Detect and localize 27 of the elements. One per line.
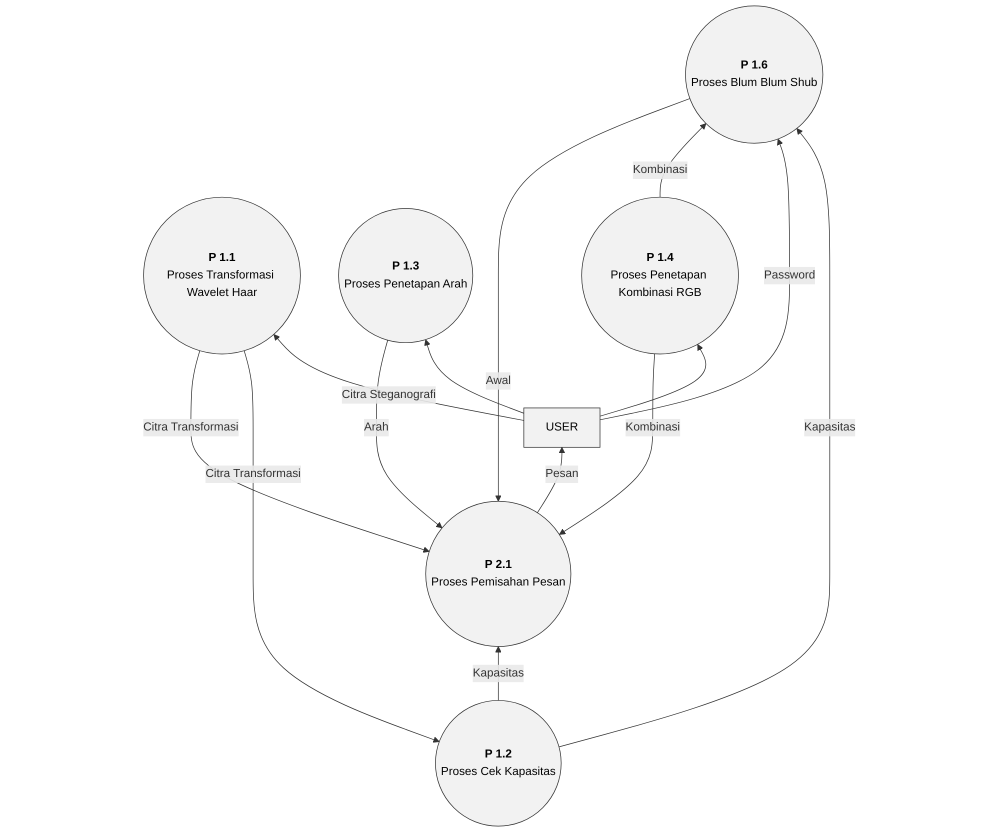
arrow bbox=[559, 353, 656, 535]
edge-label: Kombinasi bbox=[626, 421, 680, 434]
edge-label: Citra Transformasi bbox=[143, 421, 239, 434]
edge-label: Kapasitas bbox=[804, 421, 856, 434]
node-circle: P 1.3 Proses Penetapan Arah bbox=[338, 208, 474, 344]
node-circle: P 1.6 Proses Blum Blum Shub bbox=[685, 5, 824, 144]
edge-label: Citra Steganografi bbox=[342, 388, 436, 401]
edge-label: Kapasitas bbox=[472, 666, 524, 680]
edge-label: Kombinasi bbox=[633, 164, 688, 176]
arrow bbox=[190, 350, 430, 553]
arrow bbox=[495, 98, 690, 502]
node-circle: P 2.1 Proses Pemisahan Pesan bbox=[426, 500, 572, 647]
edge-label: Pesan bbox=[546, 468, 579, 480]
arrow bbox=[424, 339, 524, 414]
edge-label: Awal bbox=[486, 374, 512, 387]
arrow bbox=[274, 334, 524, 421]
node-box: USER bbox=[524, 408, 601, 448]
arrow bbox=[558, 128, 830, 748]
node-circle: P 1.2 Proses Cek Kapasitas bbox=[435, 700, 562, 827]
arrow bbox=[244, 350, 440, 743]
node-circle: P 1.4 Proses Penetapan Kombinasi RGB bbox=[582, 196, 739, 354]
edge-label: Citra Transformasi bbox=[206, 468, 301, 480]
edge-label: Arah bbox=[364, 421, 389, 434]
arrow bbox=[600, 344, 706, 417]
arrow bbox=[600, 138, 790, 420]
node-circle: P 1.1 Proses Transformasi Wavelet Haar bbox=[143, 196, 301, 354]
edge-label: Password bbox=[764, 269, 816, 282]
